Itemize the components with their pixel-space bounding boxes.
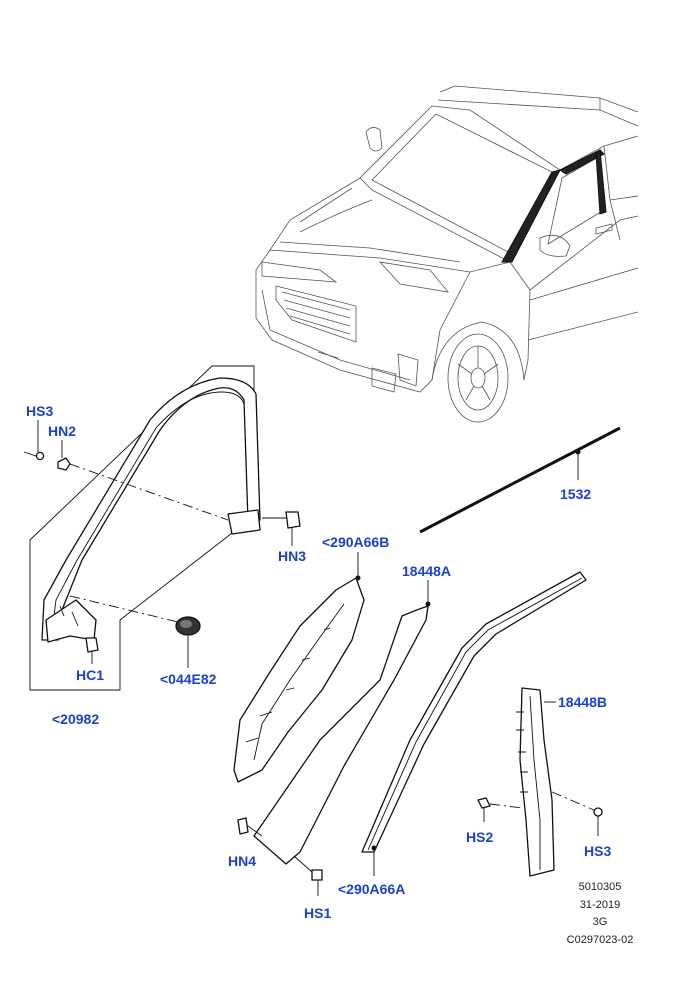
seal-290A66A bbox=[361, 571, 587, 876]
callout-20982: <20982 bbox=[52, 711, 99, 727]
callout-hs1: HS1 bbox=[304, 905, 331, 921]
reference-block: 5010305 31-2019 3G C0297023-02 bbox=[567, 881, 634, 946]
callout-hn3: HN3 bbox=[278, 548, 306, 564]
callout-044e82: <044E82 bbox=[160, 671, 217, 687]
reference-line-2: 31-2019 bbox=[580, 899, 620, 911]
bracket-290A66B bbox=[233, 552, 365, 783]
strip-1532 bbox=[419, 426, 621, 534]
callout-18448a: 18448A bbox=[402, 563, 451, 579]
callout-hn4: HN4 bbox=[228, 853, 256, 869]
callout-hs3-left: HS3 bbox=[26, 403, 53, 419]
callout-290a66b: <290A66B bbox=[322, 534, 389, 550]
trim-18448A bbox=[237, 580, 431, 896]
callout-hs2: HS2 bbox=[466, 829, 493, 845]
reference-line-3: 3G bbox=[593, 916, 608, 928]
callout-hs3-right: HS3 bbox=[584, 843, 611, 859]
callout-hn2: HN2 bbox=[48, 423, 76, 439]
pillar-assembly-group bbox=[23, 365, 301, 691]
callout-1532: 1532 bbox=[560, 486, 591, 502]
callout-hc1: HC1 bbox=[76, 667, 104, 683]
post-18448B bbox=[477, 687, 603, 877]
reference-line-1: 5010305 bbox=[579, 881, 622, 893]
callout-290a66a: <290A66A bbox=[338, 881, 405, 897]
vehicle-illustration bbox=[255, 85, 639, 423]
callout-18448b: 18448B bbox=[558, 694, 607, 710]
reference-line-4: C0297023-02 bbox=[567, 934, 634, 946]
